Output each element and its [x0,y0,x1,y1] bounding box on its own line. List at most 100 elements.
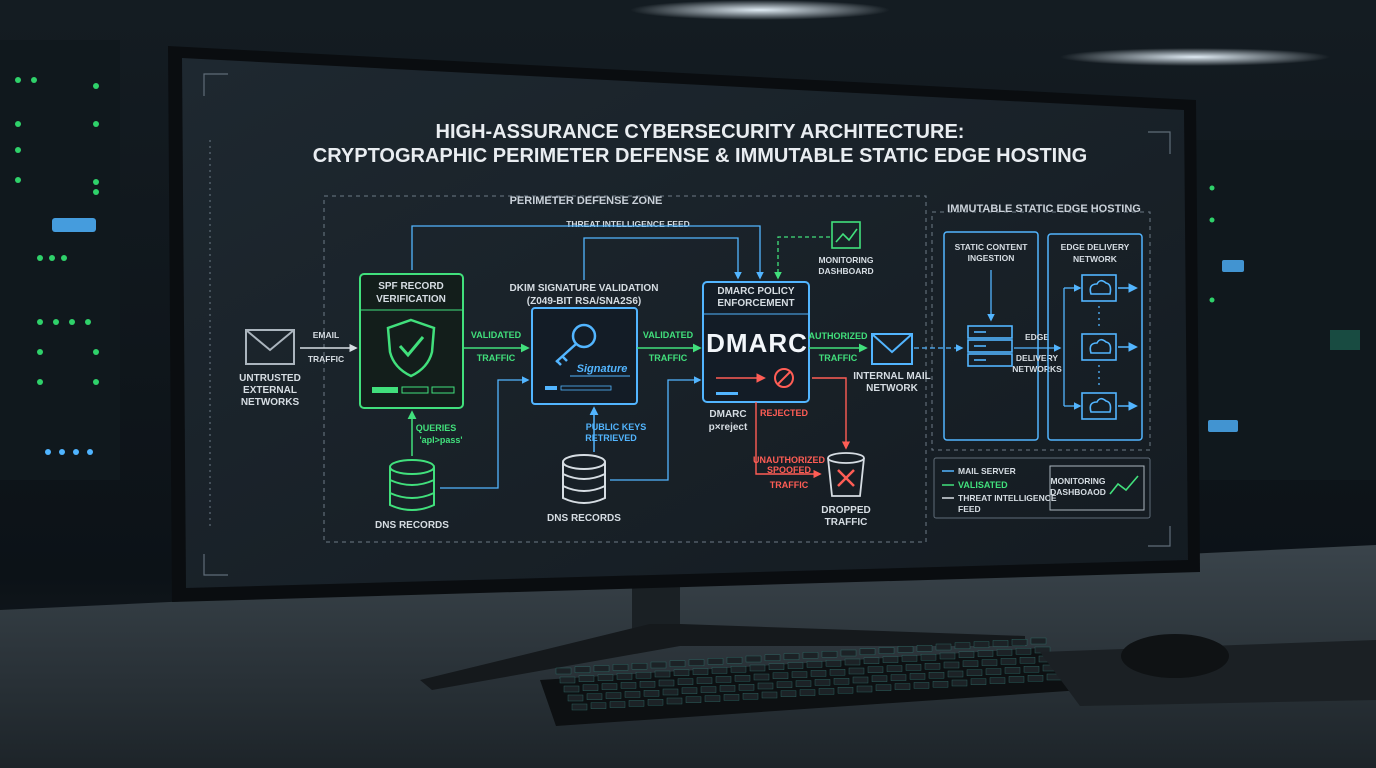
keyboard-key [780,690,797,697]
keyboard-key [928,672,945,679]
keyboard-key [635,672,652,679]
keyboard-key [989,677,1006,684]
trash-x-icon [827,452,865,497]
edge-networks-label-3: NETWORKS [1012,364,1062,374]
keyboard-key [578,675,595,682]
keyboard-key [745,655,762,663]
monitoring-label-2: DASHBOARD [818,266,873,276]
keyboard-key [837,687,854,694]
keyboard-key [582,684,599,691]
keyboard-key [768,663,785,670]
monitor-screen [182,58,1188,588]
traffic-label-3: TRAFFIC [819,353,858,363]
keyboard-key [586,693,603,700]
keyboard-key [886,665,903,672]
keyboard-key [802,652,819,659]
keyboard-key [894,683,911,690]
keyboard-key [916,645,933,652]
dmarc-to-dropped-line [812,377,851,450]
keyboard-key [700,686,717,693]
keyboard-key [715,676,732,683]
keyboard-key [951,679,968,687]
edge-node-1 [1081,274,1138,302]
dkim-title-1: DKIM SIGNATURE VALIDATION [510,283,659,294]
keyboard-key [688,659,705,666]
server-stack-icon [967,325,1013,367]
keyboard-key [742,693,759,700]
cloud-icon [1089,279,1112,295]
keyboard-key [666,697,683,705]
keyboard-key [901,655,918,662]
keyboard-key [571,703,588,711]
keyboard-key [977,650,994,657]
keyboard-key [890,674,907,681]
shield-check-icon [386,318,436,378]
legend-monitoring-dashboard: MONITORING DASHBOAOD [1049,465,1145,511]
unauthorized-label-3: TRAFFIC [770,480,809,490]
keyboard-key [810,670,827,677]
untrusted-label-2: EXTERNAL [243,385,297,396]
keyboard-key [749,664,766,672]
cloud-icon [1089,397,1112,413]
spf-title-1: SPF RECORD [378,281,444,292]
keyboard-key [616,673,633,680]
keyboard-key [757,682,774,690]
database-icon [562,454,606,504]
keyboard-key [856,685,873,693]
keyboard-key [992,640,1009,647]
keyboard-key [696,677,713,684]
edge-delivery-label-1: EDGE DELIVERY [1061,242,1130,252]
keyboard-key [590,702,607,709]
keyboard-key [871,675,888,682]
keyboard-key [753,673,770,681]
mouse-pad [1040,634,1376,706]
keyboard-key [761,691,778,699]
keyboard-key [658,679,675,687]
dns-records-2: DNS RECORDS [547,454,621,524]
keyboard-key [920,654,937,661]
queries-label-2: 'apl>pass' [419,435,462,445]
dkim-title-2: (Z049-BIT RSA/SNA2S6) [527,296,641,307]
email-edge-label: EMAIL [313,330,339,340]
edge-node-2 [1081,333,1138,361]
dropped-label-1: DROPPED [821,505,870,516]
keyboard-key [859,648,876,655]
envelope-icon [245,329,295,365]
keyboard-key [924,663,941,670]
keyboard-key [783,653,800,660]
keyboard-key [909,673,926,680]
keyboard-key [981,659,998,666]
keyboard-key [787,662,804,669]
keyboard-key [848,667,865,675]
edge-networks-label-2: DELIVERY [1016,353,1059,363]
keyboard-key [1019,657,1036,664]
keyboard-key [1027,675,1044,682]
keyboard-key [567,694,584,702]
keyboard-key [1004,667,1021,674]
edge-zone-label: IMMUTABLE STATIC EDGE HOSTING [947,203,1141,215]
edge-hosting-zone [931,211,1151,451]
keyboard-key [806,661,823,668]
keyboard-key [970,678,987,685]
public-keys-label-1: PUBLIC KEYS [586,422,647,432]
keyboard-key [867,666,884,673]
keyboard-key [821,651,838,658]
keyboard-key [913,682,930,689]
dmarc-enforcement-box: DMARC POLICY ENFORCEMENT DMARC [702,281,810,403]
keyboard-key [943,661,960,669]
screen-glare [182,58,1188,588]
keyboard-key [1000,658,1017,665]
keyboard-key [875,684,892,691]
dmarc-title-2: ENFORCEMENT [717,298,794,309]
diagram-title-line2: CRYPTOGRAPHIC PERIMETER DEFENSE & IMMUTA… [313,145,1087,167]
keyboard-key [707,658,724,665]
keyboard-key [776,681,793,688]
screen-frame-brackets [203,73,1171,576]
keyboard-key [711,667,728,674]
keyboard-key [726,657,743,664]
dns-records-2-label: DNS RECORDS [547,513,621,524]
keyboard-key [612,664,629,671]
keyboard-key [795,680,812,687]
keyboard-key [628,700,645,707]
keyboard-key [723,694,740,701]
